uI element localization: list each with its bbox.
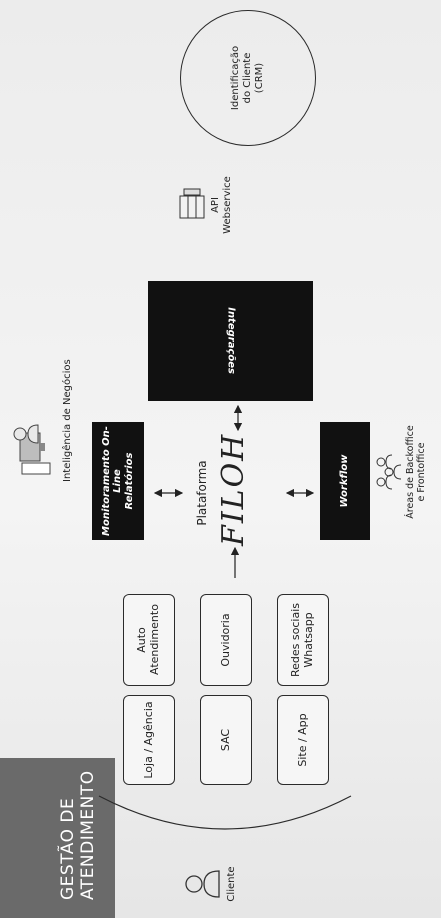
monitoring-box: Monitoramento On-Line Relatórios: [92, 422, 144, 540]
platform-label: Plataforma: [195, 460, 209, 526]
workflow-box: Workflow: [320, 422, 370, 540]
computer-users-icon: [13, 424, 51, 475]
integrations-label: Integrações: [225, 307, 237, 375]
channel-arc: [98, 795, 352, 830]
crm-line-1: Identificação: [230, 45, 241, 111]
crm-circle: Identificação do Cliente (CRM): [180, 10, 316, 146]
business-intelligence-label: Inteligência de Negócios: [62, 359, 73, 482]
integrations-box: Integrações: [148, 281, 313, 401]
platform-logo: FILOH: [216, 432, 251, 546]
server-icon: [179, 188, 205, 219]
monitoring-line-2: Relatórios: [123, 452, 135, 510]
backoffice-line-2: e Frontoffice: [415, 442, 427, 502]
crm-line-2: do Cliente: [242, 52, 253, 104]
workflow-label: Workflow: [339, 454, 351, 508]
api-line-2: Webservice: [221, 176, 233, 234]
monitoring-line-1: Monitoramento On-Line: [100, 426, 124, 536]
group-icon: [376, 454, 402, 490]
api-label: API Webservice: [210, 170, 233, 240]
api-line-1: API: [210, 197, 221, 213]
crm-line-3: (CRM): [254, 62, 265, 94]
person-icon: [185, 870, 220, 898]
backoffice-label: Áreas de Backoffice e Frontoffice: [405, 412, 428, 532]
